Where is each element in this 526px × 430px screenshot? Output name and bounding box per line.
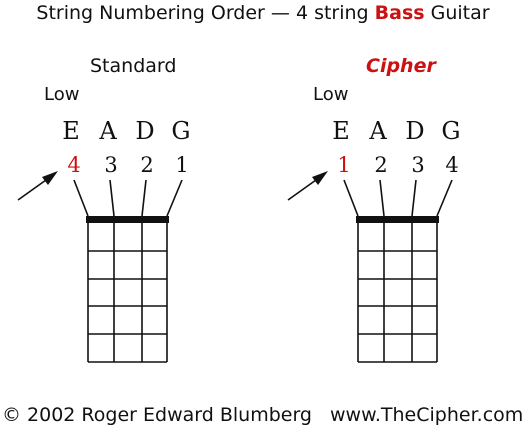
- standard-nut: [86, 216, 169, 223]
- standard-string-connectors: [73, 179, 183, 217]
- standard-connector-d: [141, 179, 147, 217]
- standard-note-e: E: [62, 117, 80, 145]
- cipher-heading: Cipher: [366, 55, 436, 77]
- cipher-number-3: 3: [411, 153, 425, 177]
- standard-connector-e: [73, 179, 89, 217]
- standard-connector-g: [166, 179, 183, 217]
- cipher-note-a: A: [369, 117, 387, 145]
- cipher-string-connectors: [343, 179, 453, 217]
- standard-fretboard: [86, 216, 169, 363]
- standard-connector-a: [109, 179, 115, 217]
- standard-number-1: 1: [175, 153, 189, 177]
- cipher-low-label: Low: [313, 84, 349, 105]
- standard-note-d: D: [135, 117, 155, 145]
- cipher-number-1: 1: [337, 153, 351, 177]
- standard-heading: Standard: [90, 55, 177, 77]
- standard-number-3: 3: [104, 153, 118, 177]
- cipher-connector-d: [411, 179, 417, 217]
- standard-number-2: 2: [140, 153, 154, 177]
- footer-site-link[interactable]: www.TheCipher.com: [330, 404, 524, 426]
- standard-low-label: Low: [44, 84, 80, 105]
- cipher-connector-a: [379, 179, 385, 217]
- title-suffix: Guitar: [424, 2, 490, 24]
- cipher-fretboard: [356, 216, 439, 363]
- footer-copyright: © 2002 Roger Edward Blumberg: [2, 404, 312, 426]
- cipher-note-g: G: [441, 117, 461, 145]
- standard-number-4: 4: [67, 153, 81, 177]
- title-highlight: Bass: [374, 2, 425, 24]
- standard-pointer-arrow: [17, 171, 58, 201]
- cipher-pointer-arrow: [287, 171, 328, 201]
- cipher-connector-g: [436, 179, 453, 217]
- title-prefix: String Numbering Order — 4 string: [36, 2, 375, 24]
- cipher-note-d: D: [405, 117, 425, 145]
- cipher-number-2: 2: [374, 153, 388, 177]
- cipher-number-4: 4: [445, 153, 459, 177]
- page-title: String Numbering Order — 4 string Bass G…: [0, 2, 526, 24]
- cipher-note-e: E: [332, 117, 350, 145]
- cipher-nut: [356, 216, 439, 223]
- standard-note-g: G: [171, 117, 191, 145]
- cipher-connector-e: [343, 179, 359, 217]
- standard-note-a: A: [99, 117, 117, 145]
